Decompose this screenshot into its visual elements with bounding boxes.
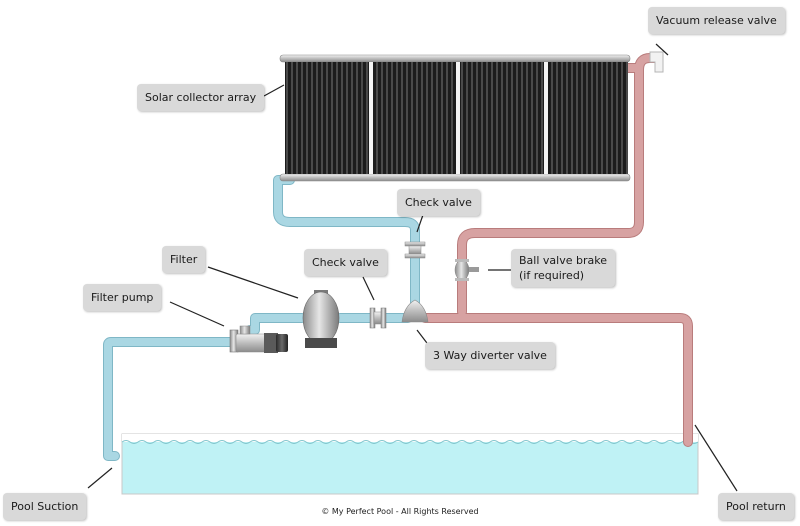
label-check-valve-upper: Check valve: [397, 189, 480, 216]
label-filter: Filter: [162, 246, 206, 273]
cold-water-pipes: [103, 175, 420, 461]
label-check-valve: Check valve: [304, 249, 387, 276]
label-filter-pump: Filter pump: [83, 284, 162, 311]
label-pool-return: Pool return: [718, 493, 794, 520]
copyright-notice: © My Perfect Pool - All Rights Reserved: [321, 507, 479, 516]
ball-valve-icon: [454, 259, 479, 281]
label-vacuum-release-valve: Vacuum release valve: [648, 7, 785, 34]
label-pool-suction: Pool Suction: [3, 493, 87, 520]
check-valve-icon: [369, 307, 387, 329]
check-valve-upper-icon: [404, 241, 426, 259]
label-ball-valve-line1: Ball valve brake: [519, 254, 607, 267]
label-three-way-diverter-valve: 3 Way diverter valve: [425, 342, 555, 369]
solar-collector-array: [279, 54, 631, 182]
label-solar-collector-array: Solar collector array: [137, 84, 265, 111]
label-ball-valve-brake: Ball valve brake (if required): [511, 249, 615, 287]
sand-filter-icon: [302, 290, 340, 348]
three-way-diverter-valve-icon: [401, 299, 429, 323]
hot-water-pipes: [420, 53, 693, 447]
label-ball-valve-line2: (if required): [519, 269, 585, 282]
pool: [121, 433, 699, 495]
filter-pump-icon: [229, 325, 288, 353]
vacuum-release-valve-icon: [649, 51, 664, 73]
